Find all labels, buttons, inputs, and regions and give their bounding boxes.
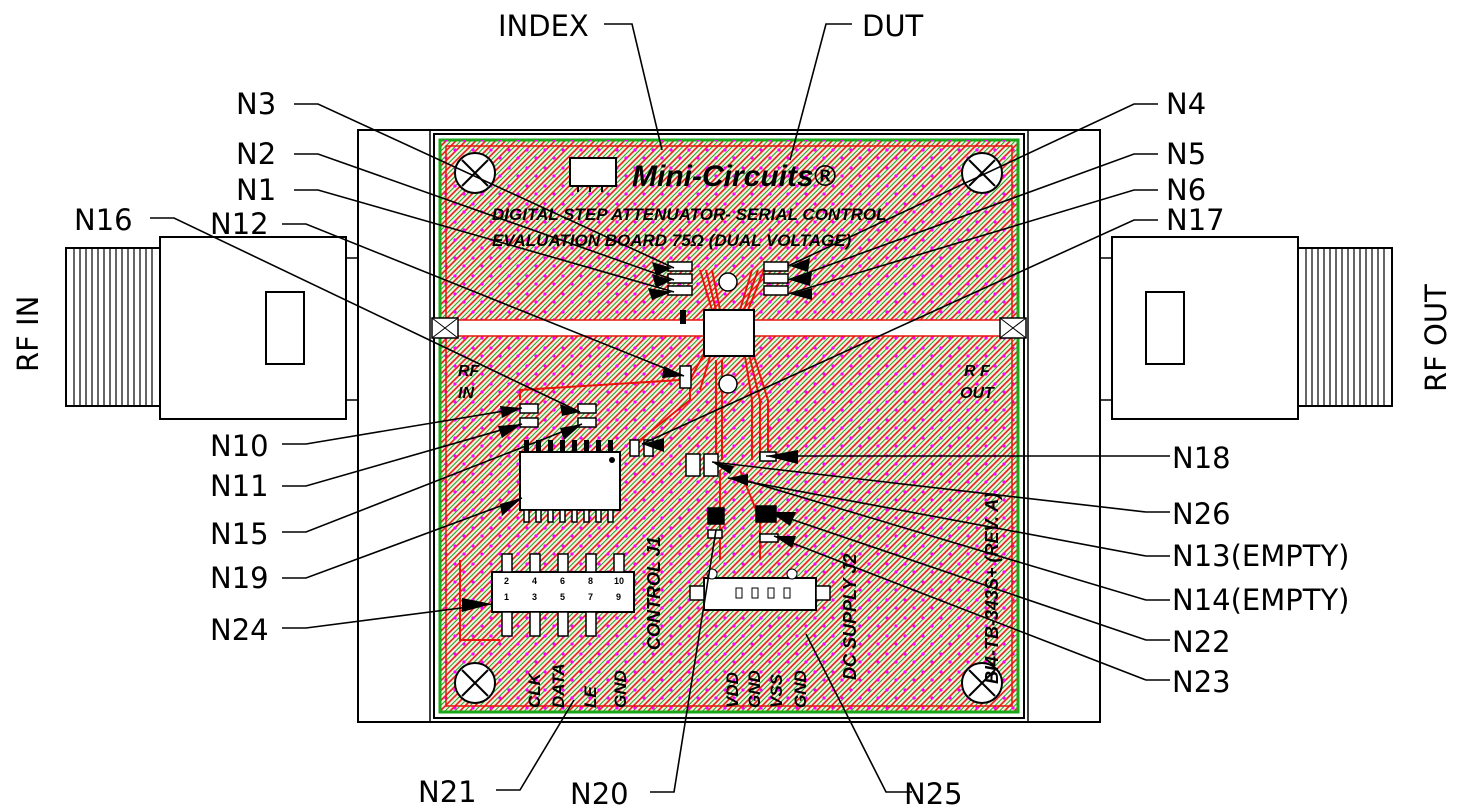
callout-n15: N15 [210,517,269,551]
control-ic [519,440,621,523]
board-title-2: EVALUATION BOARD 75Ω (DUAL VOLTAGE) [492,231,852,250]
svg-text:8: 8 [588,576,593,586]
callout-n21: N21 [418,775,477,809]
dut-chip [703,309,755,357]
svg-text:9: 9 [616,592,621,602]
header-pin-labels: 2 4 6 8 10 1 3 5 7 9 [504,576,624,602]
via-hole-top [718,272,738,292]
dc-supply-connector-j2 [689,568,831,611]
board-title-1: DIGITAL STEP ATTENUATOR- SERIAL CONTROL [492,205,886,224]
rf-in-connector [65,236,358,420]
callout-n6: N6 [1166,173,1206,207]
callout-dut: DUT [862,9,924,43]
via-hole-bottom [718,374,738,394]
mounting-screw-icon [454,152,1003,704]
svg-text:4: 4 [532,576,537,586]
silk-control-j1: CONTROL J1 [644,536,664,650]
callout-n3: N3 [236,87,276,121]
svg-text:GND: GND [611,670,630,708]
pcb: Mini-Circuits® DIGITAL STEP ATTENUATOR- … [431,133,1027,719]
control-pin-labels: CLK DATA LE GND [525,663,630,708]
callout-n13: N13(EMPTY) [1172,539,1349,573]
callout-n22: N22 [1172,625,1231,659]
arrowheads [462,258,812,612]
callout-n11: N11 [210,469,269,503]
rf-out-connector [1100,236,1393,420]
callout-n18: N18 [1172,441,1231,475]
callout-n26: N26 [1172,497,1231,531]
mini-circuits-logo-icon [569,157,617,192]
callout-n1: N1 [236,173,276,207]
svg-text:5: 5 [560,592,565,602]
svg-text:3: 3 [532,592,537,602]
svg-text:LE: LE [581,686,600,708]
dut-traces [459,269,769,641]
callout-n4: N4 [1166,87,1206,121]
svg-text:GND: GND [791,670,810,708]
silk-rf-in-2: IN [458,385,474,402]
callout-n19: N19 [210,561,269,595]
svg-text:1: 1 [504,592,509,602]
callout-index: INDEX [498,9,589,43]
svg-text:CLK: CLK [525,671,544,708]
rf-out-side-label: RF OUT [1419,284,1453,392]
dc-pin-labels: VDD GND VSS GND [723,670,810,708]
silk-rf-out-1: R F [964,363,991,380]
callout-n2: N2 [236,137,276,171]
callout-n17: N17 [1166,203,1225,237]
svg-text:7: 7 [588,592,593,602]
callout-n10: N10 [210,429,269,463]
callout-n20: N20 [570,777,629,811]
callout-n24: N24 [210,613,269,647]
svg-text:10: 10 [614,576,624,586]
callout-n14: N14(EMPTY) [1172,583,1349,617]
control-header-j1 [491,553,635,637]
callout-n23: N23 [1172,665,1231,699]
silk-dc-supply-j2: DC SUPPLY J2 [840,554,860,680]
callout-n5: N5 [1166,137,1206,171]
svg-text:DATA: DATA [549,663,568,708]
svg-text:GND: GND [745,670,764,708]
callout-labels: INDEX DUT N3 N2 N1 N16 N12 N4 N5 N6 N17 … [74,9,1349,811]
svg-text:VDD: VDD [723,672,742,708]
leader-lines [150,23,1170,793]
callout-n25: N25 [904,777,963,811]
silk-rf-in-1: RF [458,363,481,380]
silk-rf-out-2: OUT [960,385,995,402]
callout-n16: N16 [74,203,133,237]
svg-text:VSS: VSS [767,673,786,708]
rf-in-side-label: RF IN [11,296,45,372]
callout-n12: N12 [210,207,269,241]
svg-text:2: 2 [504,576,509,586]
svg-text:6: 6 [560,576,565,586]
brand-text: Mini-Circuits® [632,160,837,193]
